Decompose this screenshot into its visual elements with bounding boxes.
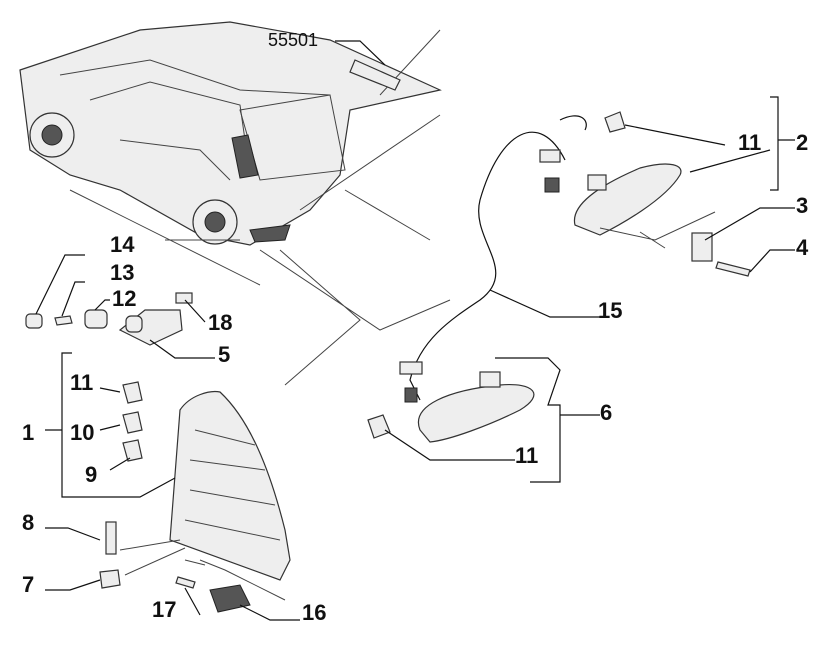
screw-8 — [105, 521, 117, 555]
holder-12 — [84, 309, 108, 329]
clip-3 — [691, 232, 713, 262]
side-marker-lower — [417, 383, 535, 443]
label-3: 3 — [796, 193, 808, 218]
bulb-11-tail — [122, 381, 143, 404]
bulb-11-upper — [604, 111, 626, 133]
tail-lamp-1 — [169, 390, 291, 581]
label-16: 16 — [302, 600, 326, 625]
label-12: 12 — [112, 286, 136, 311]
nut-7 — [99, 569, 121, 589]
label-11-tail: 11 — [70, 370, 93, 395]
label-15: 15 — [598, 298, 622, 323]
bulb-17 — [175, 576, 196, 589]
bulb-10 — [122, 411, 143, 434]
label-4: 4 — [796, 235, 809, 260]
label-10: 10 — [70, 420, 94, 445]
label-2: 2 — [796, 130, 808, 155]
label-18: 18 — [208, 310, 232, 335]
label-11-upper: 11 — [738, 130, 761, 155]
label-9: 9 — [85, 462, 97, 487]
label-11-lower: 11 — [515, 443, 538, 468]
label-14: 14 — [110, 232, 135, 257]
screw-4 — [715, 261, 751, 277]
side-marker-upper — [573, 163, 682, 236]
label-7: 7 — [22, 572, 34, 597]
car-illustration — [19, 21, 442, 246]
label-17: 17 — [152, 597, 176, 622]
third-brake-light — [349, 59, 401, 91]
cap-14 — [25, 313, 43, 329]
socket-16 — [209, 584, 251, 613]
label-1: 1 — [22, 420, 34, 445]
bulb-13 — [54, 315, 73, 326]
part-18 — [175, 292, 193, 304]
wiring-harness — [409, 131, 566, 401]
label-5: 5 — [218, 342, 230, 367]
label-13: 13 — [110, 260, 134, 285]
bulb-9 — [122, 439, 143, 462]
bulb-11-lower — [367, 414, 391, 439]
label-55501: 55501 — [268, 30, 318, 50]
label-6: 6 — [600, 400, 612, 425]
label-8: 8 — [22, 510, 34, 535]
